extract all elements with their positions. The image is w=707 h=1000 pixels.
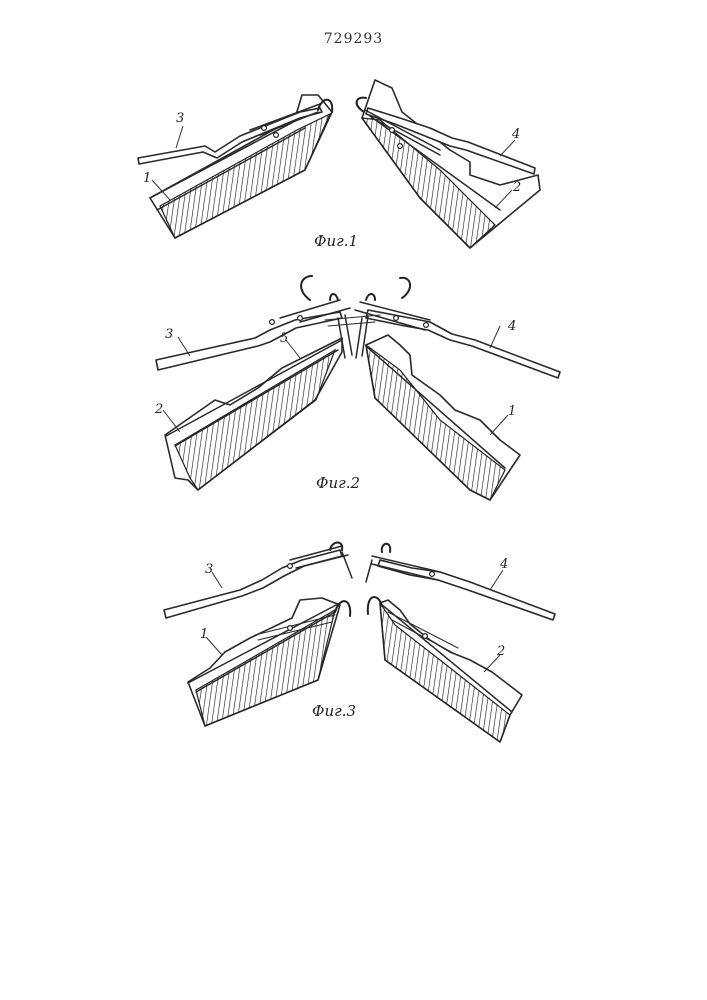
- fig2-caption: Фиг.2: [316, 474, 360, 492]
- fig2-label-bar-right: 4: [507, 319, 516, 334]
- fig2-label-cover-right: 1: [508, 404, 516, 419]
- fig2-label-link: 5: [280, 331, 288, 346]
- fig3-label-bar-right: 4: [499, 557, 508, 572]
- figure-3: 3 1 4 2 Фиг.3: [164, 543, 555, 743]
- fig2-label-cover-left: 2: [154, 402, 163, 417]
- fig2-right-cover: [366, 335, 520, 500]
- figure-1: 3 1 4 2 Фиг.1: [138, 80, 540, 250]
- fig3-label-bar-left: 3: [205, 562, 213, 577]
- fig1-label-bar-right: 4: [511, 127, 520, 142]
- fig1-label-cover-left: 1: [143, 171, 151, 186]
- fig3-label-cover-left: 1: [200, 627, 208, 642]
- fig3-label-cover-right: 2: [496, 644, 505, 659]
- fig3-caption: Фиг.3: [312, 702, 356, 720]
- fig2-label-bar-left: 3: [165, 327, 173, 342]
- figure-2: 3 5 2 4 1 Фиг.2: [154, 276, 560, 500]
- fig1-label-bar-left: 3: [176, 111, 184, 126]
- fig1-caption: Фиг.1: [314, 232, 358, 250]
- fig1-label-cover-right: 2: [512, 180, 521, 195]
- fig3-right-cover: [368, 597, 522, 742]
